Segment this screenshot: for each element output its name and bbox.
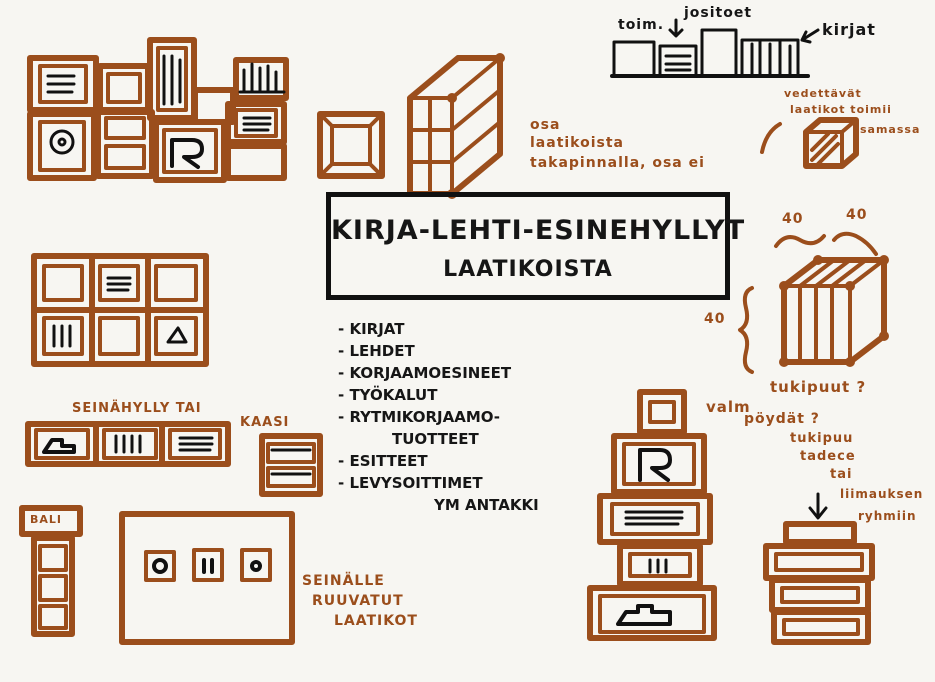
3d-shelf-sketch bbox=[407, 53, 505, 199]
note-seinahylly-1: SEINÄHYLLY TAI bbox=[72, 401, 202, 416]
dimensioned-cube-sketch bbox=[738, 231, 889, 374]
note-valmiit-2: pöydät ? bbox=[744, 411, 820, 427]
stacked-pile-sketch bbox=[763, 492, 875, 645]
note-tukipuut: tukipuut ? bbox=[770, 378, 867, 396]
note-valmiit-1: valm bbox=[706, 398, 751, 416]
note-tuki-4: liimauksen bbox=[840, 487, 924, 501]
box-column-sketch bbox=[19, 505, 83, 637]
note-kirjat: kirjat bbox=[822, 20, 876, 39]
list-item: - KIRJAT bbox=[338, 320, 405, 338]
wall-shelf-row bbox=[25, 421, 231, 467]
list-item: - LEVYSOITTIMET bbox=[338, 474, 483, 492]
note-toim: toim. bbox=[618, 17, 665, 33]
note-osa-1: osa bbox=[530, 117, 561, 133]
wall-panel-sketch bbox=[119, 511, 295, 645]
note-seinalle-3: LAATIKOT bbox=[334, 613, 418, 629]
note-osa-2: laatikoista bbox=[530, 135, 625, 151]
note-vedettava-1: vedettävät bbox=[784, 87, 862, 100]
note-osa-3: takapinnalla, osa ei bbox=[530, 155, 705, 171]
hatched-cube-sketch bbox=[760, 117, 859, 169]
list-item: - TYÖKALUT bbox=[338, 386, 438, 404]
dim-top-right: 40 bbox=[846, 207, 868, 223]
note-vedettava-2: laatikot toimii bbox=[790, 103, 892, 116]
list-item: - KORJAAMOESINEET bbox=[338, 364, 512, 382]
list-item: - ESITTEET bbox=[338, 452, 428, 470]
list-item: YM ANTAKKI bbox=[434, 496, 539, 514]
shelf-cluster-top-left bbox=[27, 37, 289, 183]
note-vedettava-3: samassa bbox=[860, 123, 921, 136]
box-label: BALI bbox=[30, 513, 62, 526]
note-tuki-3: tai bbox=[830, 467, 853, 482]
title-line-2: LAATIKOISTA bbox=[443, 257, 613, 282]
dim-top-left: 40 bbox=[782, 211, 804, 227]
drawer-unit-sketch bbox=[259, 433, 323, 497]
shelf-grid-mid-left bbox=[31, 253, 209, 367]
list-item: TUOTTEET bbox=[392, 430, 479, 448]
bookshelf-line-sketch bbox=[610, 18, 820, 78]
note-seinalle-1: SEINÄLLE bbox=[302, 573, 385, 589]
note-seinalle-2: RUUVATUT bbox=[312, 593, 404, 609]
content-item-list: - KIRJAT - LEHDET - KORJAAMOESINEET - TY… bbox=[338, 318, 539, 516]
note-jositoet: jositoet bbox=[684, 5, 753, 21]
title-line-1: KIRJA-LEHTI-ESINEHYLLYT bbox=[331, 215, 746, 246]
dim-side: 40 bbox=[704, 311, 726, 327]
note-tuki-2: tadece bbox=[800, 449, 856, 464]
note-tuki-1: tukipuu bbox=[790, 431, 854, 446]
list-item: - RYTMIKORJAAMO- bbox=[338, 408, 501, 426]
list-item: - LEHDET bbox=[338, 342, 415, 360]
title-box: KIRJA-LEHTI-ESINEHYLLYT LAATIKOISTA bbox=[326, 192, 746, 300]
note-seinahylly-2: KAASI bbox=[240, 415, 290, 430]
note-tuki-5: ryhmiin bbox=[858, 509, 917, 523]
single-box-sketch bbox=[317, 111, 385, 179]
stacked-box-tower bbox=[587, 389, 717, 641]
